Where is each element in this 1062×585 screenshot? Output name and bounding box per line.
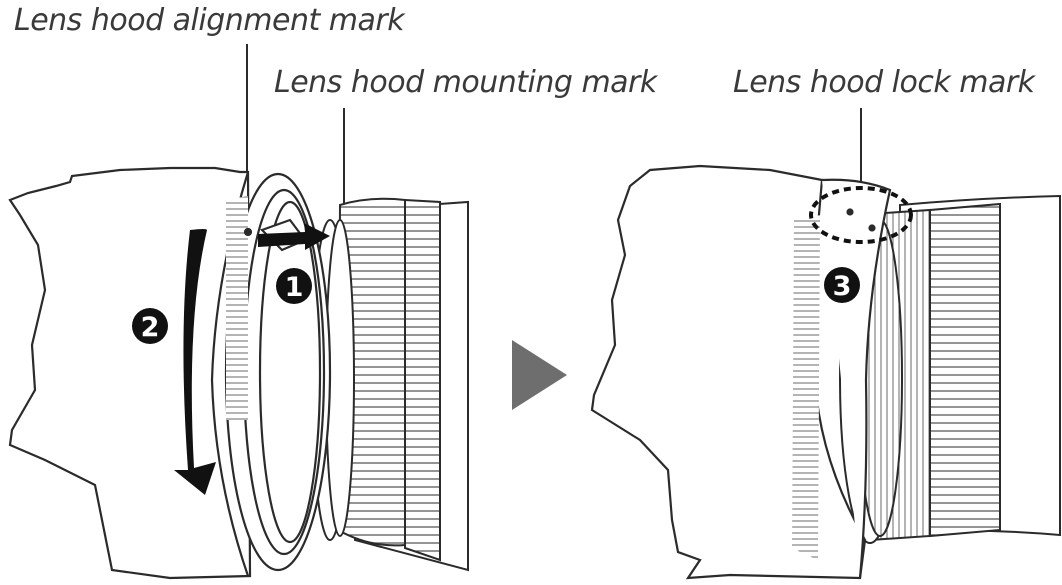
right-lens-hood	[590, 164, 892, 580]
left-illustration: 1 2	[8, 166, 469, 580]
step-3-badge: 3	[824, 267, 860, 303]
left-lens-barrel	[311, 197, 469, 572]
lock-mark-label: Lens hood lock mark	[733, 65, 1035, 100]
rotate-arrow-icon	[174, 229, 216, 495]
lock-mark-highlight	[809, 186, 913, 244]
step-1-number: 1	[285, 272, 304, 303]
step-2-badge: 2	[132, 308, 168, 344]
alignment-mark-label: Lens hood alignment mark	[14, 3, 405, 38]
step-2-number: 2	[141, 312, 160, 343]
left-lens-hood	[8, 166, 332, 580]
step-3-number: 3	[833, 271, 852, 302]
step-1-badge: 1	[276, 268, 312, 304]
mount-arrow-icon	[258, 223, 330, 250]
right-illustration: 3	[590, 164, 1061, 580]
mounting-mark-label: Lens hood mounting mark	[274, 65, 657, 100]
triangle-right-icon	[512, 340, 567, 410]
